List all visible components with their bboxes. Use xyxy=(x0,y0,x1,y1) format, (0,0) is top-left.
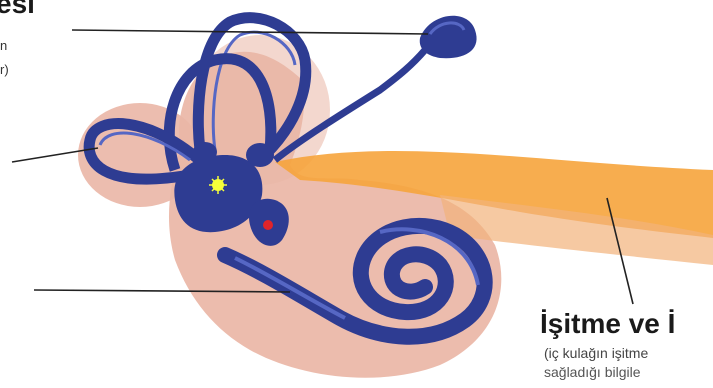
subtext-line-1: (iç kulağın işitme xyxy=(544,345,648,361)
left-text-line-1: n xyxy=(0,38,7,53)
title-fragment: esi xyxy=(0,0,35,18)
section-heading: İşitme ve İ xyxy=(540,308,675,340)
red-marker xyxy=(263,220,273,230)
left-text-line-2: r) xyxy=(0,62,9,77)
subtext-line-2: sağladığı bilgile xyxy=(544,364,641,380)
